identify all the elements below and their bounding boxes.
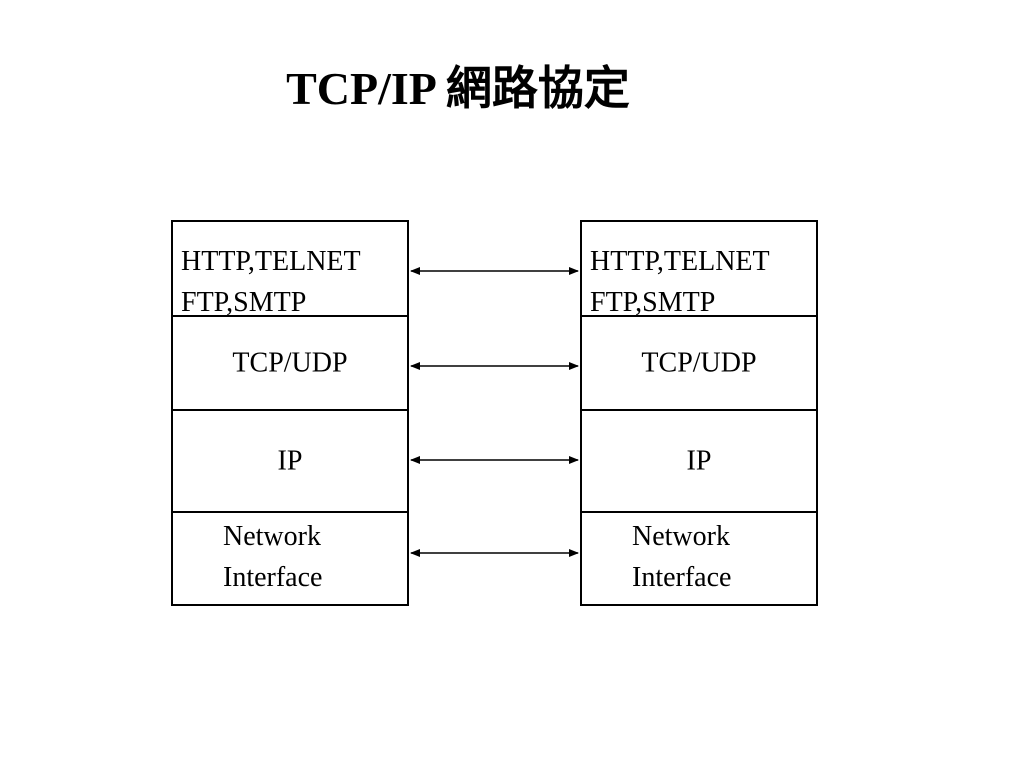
- page-title: TCP/IP 網路協定: [286, 63, 630, 114]
- right-transport-layer: TCP/UDP: [582, 317, 816, 411]
- left-network-interface-label-line-1: Network: [223, 521, 321, 552]
- right-internet-label: IP: [686, 445, 712, 477]
- right-protocol-stack: HTTP,TELNET FTP,SMTP TCP/UDP IP Network …: [580, 220, 818, 606]
- right-internet-layer: IP: [582, 411, 816, 513]
- left-internet-layer: IP: [173, 411, 407, 513]
- left-application-layer: HTTP,TELNET FTP,SMTP: [173, 222, 407, 318]
- left-application-protocols-line-1: HTTP,TELNET: [181, 246, 361, 277]
- left-protocol-stack: HTTP,TELNET FTP,SMTP TCP/UDP IP Network …: [171, 220, 409, 606]
- right-application-protocols-line-2: FTP,SMTP: [590, 287, 716, 318]
- right-network-interface-label-line-1: Network: [632, 521, 730, 552]
- left-transport-layer: TCP/UDP: [173, 317, 407, 411]
- left-network-interface-label-line-2: Interface: [223, 562, 323, 593]
- left-application-protocols-line-2: FTP,SMTP: [181, 287, 307, 318]
- right-transport-label: TCP/UDP: [641, 347, 757, 379]
- right-application-protocols-line-1: HTTP,TELNET: [590, 246, 770, 277]
- right-network-interface-layer: Network Interface: [582, 513, 816, 604]
- left-network-interface-layer: Network Interface: [173, 513, 407, 604]
- right-network-interface-label-line-2: Interface: [632, 562, 732, 593]
- right-application-layer: HTTP,TELNET FTP,SMTP: [582, 222, 816, 318]
- left-transport-label: TCP/UDP: [232, 347, 348, 379]
- left-internet-label: IP: [277, 445, 303, 477]
